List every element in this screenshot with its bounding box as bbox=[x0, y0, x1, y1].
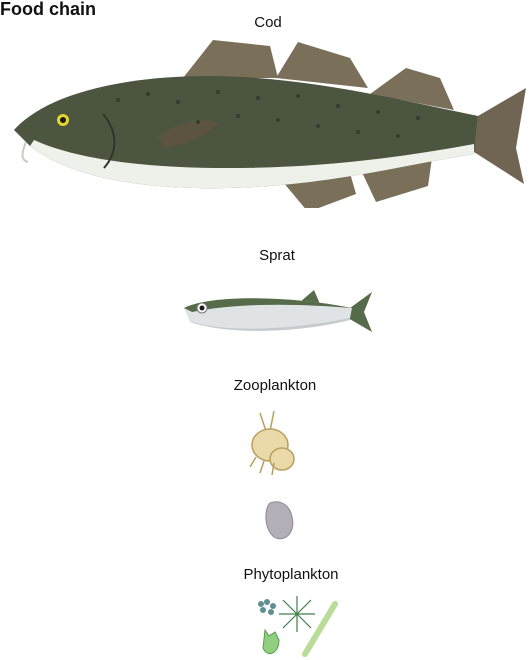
zooplankton-label: Zooplankton bbox=[165, 377, 385, 395]
phytoplankton-label: Phytoplankton bbox=[181, 566, 401, 584]
cod-label: Cod bbox=[158, 14, 378, 32]
diagram-heading: Food chain bbox=[0, 0, 96, 18]
zooplankton-icon bbox=[244, 405, 316, 545]
phytoplankton-icon bbox=[253, 596, 341, 660]
sprat-fish-icon bbox=[182, 288, 374, 340]
cod-fish-icon bbox=[8, 36, 532, 208]
sprat-label: Sprat bbox=[167, 247, 387, 265]
